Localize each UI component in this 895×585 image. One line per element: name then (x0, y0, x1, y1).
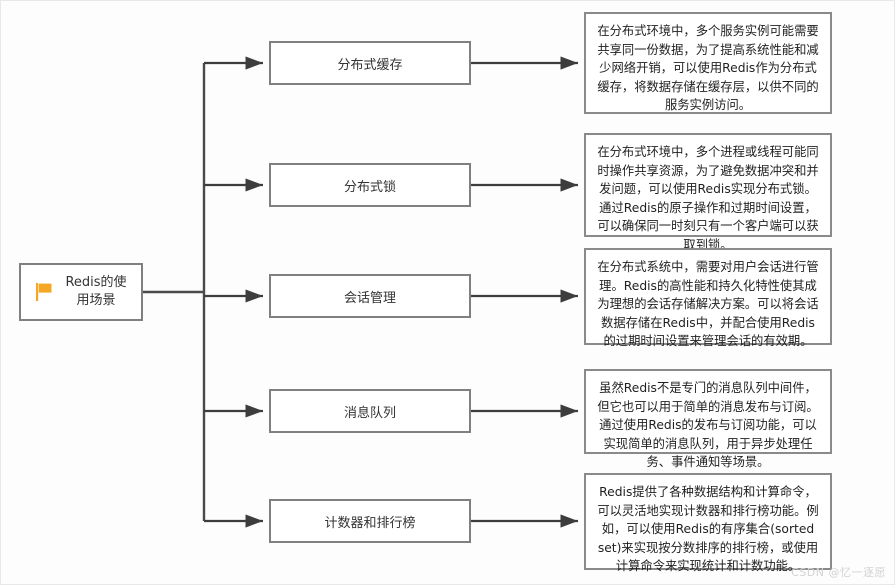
topic-node-5-label: 计数器和排行榜 (324, 515, 416, 531)
topic-node-1[interactable]: 分布式缓存 (269, 41, 471, 85)
topic-node-3-label: 会话管理 (343, 290, 396, 306)
topic-node-2-label: 分布式锁 (343, 179, 396, 195)
description-node-5[interactable]: Redis提供了各种数据结构和计算命令，可以灵活地实现计数器和排行榜功能。例如，… (584, 473, 832, 573)
root-node-label: Redis的使用场景 (65, 275, 127, 308)
topic-node-3[interactable]: 会话管理 (269, 274, 471, 318)
description-node-4[interactable]: 虽然Redis不是专门的消息队列中间件，但它也可以用于简单的消息发布与订阅。通过… (584, 369, 832, 469)
topic-node-2[interactable]: 分布式锁 (269, 163, 471, 207)
description-node-3[interactable]: 在分布式系统中，需要对用户会话进行管理。Redis的高性能和持久化特性使其成为理… (584, 248, 832, 348)
description-node-1[interactable]: 在分布式环境中，多个服务实例可能需要共享同一份数据，为了提高系统性能和减少网络开… (584, 12, 832, 114)
topic-node-4[interactable]: 消息队列 (269, 389, 471, 433)
watermark: CSDN @忆一逐愿 (791, 566, 886, 579)
topic-node-5[interactable]: 计数器和排行榜 (269, 499, 471, 543)
root-node[interactable]: Redis的使用场景 (19, 263, 143, 321)
topic-node-1-label: 分布式缓存 (337, 57, 403, 73)
topic-node-4-label: 消息队列 (343, 405, 396, 421)
flag-icon (36, 283, 52, 301)
description-node-2[interactable]: 在分布式环境中，多个进程或线程可能同时操作共享资源，为了避免数据冲突和并发问题，… (584, 133, 832, 252)
